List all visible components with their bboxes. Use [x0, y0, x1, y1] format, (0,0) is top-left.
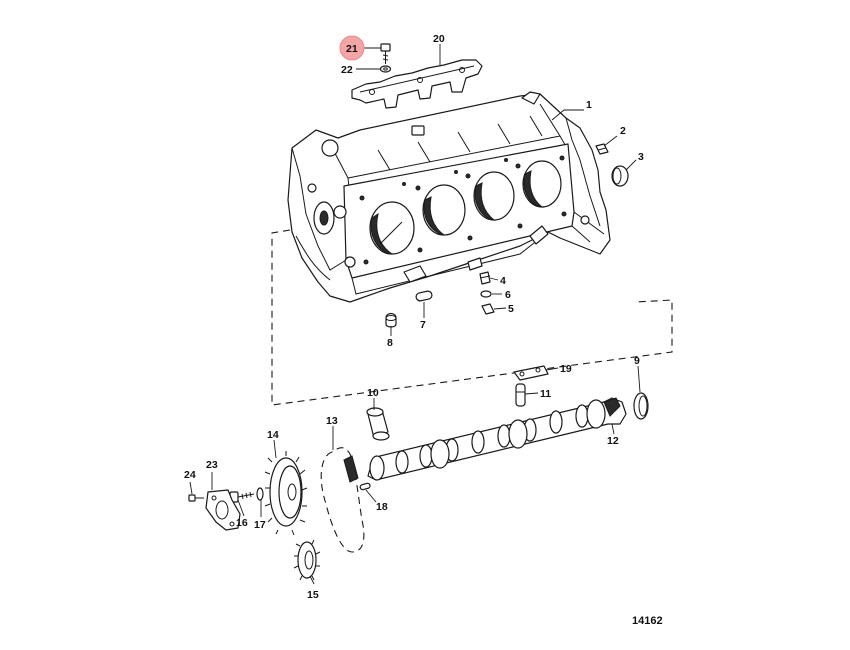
part-3-expansion-plug[interactable] — [611, 165, 629, 187]
part-24-screw[interactable] — [188, 494, 204, 502]
callout-10[interactable]: 10 — [367, 387, 379, 399]
part-10-cam-bearing[interactable] — [366, 407, 390, 441]
callout-12[interactable]: 12 — [607, 435, 619, 447]
part-4-fitting[interactable] — [479, 271, 491, 285]
leader-lines — [189, 44, 641, 585]
callout-16[interactable]: 16 — [236, 517, 248, 529]
callout-20[interactable]: 20 — [433, 33, 445, 45]
part-23-thrust-plate[interactable] — [205, 489, 241, 531]
callout-24[interactable]: 24 — [184, 469, 196, 481]
part-13-timing-chain[interactable] — [320, 447, 365, 553]
callout-4[interactable]: 4 — [500, 275, 506, 287]
callout-18[interactable]: 18 — [376, 501, 388, 513]
part-7-dowel-pin[interactable] — [415, 290, 433, 302]
part-22-washer[interactable] — [379, 65, 392, 73]
cylinder-bores — [369, 160, 562, 255]
part-16-sprocket-bolt[interactable] — [229, 491, 255, 503]
callout-13[interactable]: 13 — [326, 415, 338, 427]
callout-1[interactable]: 1 — [586, 99, 592, 111]
callout-14[interactable]: 14 — [267, 429, 279, 441]
assembly-boundary-dashed — [271, 229, 673, 406]
part-9-camshaft-bearing[interactable] — [633, 392, 649, 420]
callout-21[interactable]: 21 — [346, 43, 358, 55]
part-6-o-ring[interactable] — [480, 290, 492, 298]
part-14-camshaft-sprocket[interactable] — [264, 451, 308, 536]
part-20-lifter-guide-bracket[interactable] — [351, 59, 483, 109]
callout-2[interactable]: 2 — [620, 125, 626, 137]
part-12-camshaft[interactable] — [367, 397, 627, 481]
callout-labels: 1 2 3 4 5 6 7 8 9 10 11 12 13 14 15 16 1… — [184, 33, 644, 601]
part-15-crankshaft-sprocket[interactable] — [293, 539, 321, 581]
callout-7[interactable]: 7 — [420, 319, 426, 331]
part-8-plug[interactable] — [385, 312, 397, 328]
callout-3[interactable]: 3 — [638, 151, 644, 163]
callout-19[interactable]: 19 — [560, 363, 572, 375]
part-18-dowel-pin[interactable] — [359, 482, 371, 491]
callout-9[interactable]: 9 — [634, 355, 640, 367]
part-11-valve-lifter[interactable] — [515, 383, 526, 407]
callout-8[interactable]: 8 — [387, 337, 393, 349]
head-bolt-holes — [359, 155, 567, 265]
callout-15[interactable]: 15 — [307, 589, 319, 601]
callout-highlight-marker — [339, 35, 365, 61]
part-5-plug[interactable] — [481, 303, 495, 315]
callout-22[interactable]: 22 — [341, 64, 353, 76]
callout-11[interactable]: 11 — [540, 388, 551, 400]
figure-number: 14162 — [632, 615, 663, 627]
part-17-washer[interactable] — [256, 487, 264, 501]
callout-17[interactable]: 17 — [254, 519, 266, 531]
callout-23[interactable]: 23 — [206, 459, 218, 471]
part-1-engine-block[interactable] — [287, 91, 611, 303]
callout-5[interactable]: 5 — [508, 303, 514, 315]
callout-6[interactable]: 6 — [505, 289, 511, 301]
part-2-plug[interactable] — [595, 143, 609, 155]
part-21-bolt[interactable] — [380, 43, 391, 64]
part-19-lifter-guide[interactable] — [513, 365, 549, 381]
